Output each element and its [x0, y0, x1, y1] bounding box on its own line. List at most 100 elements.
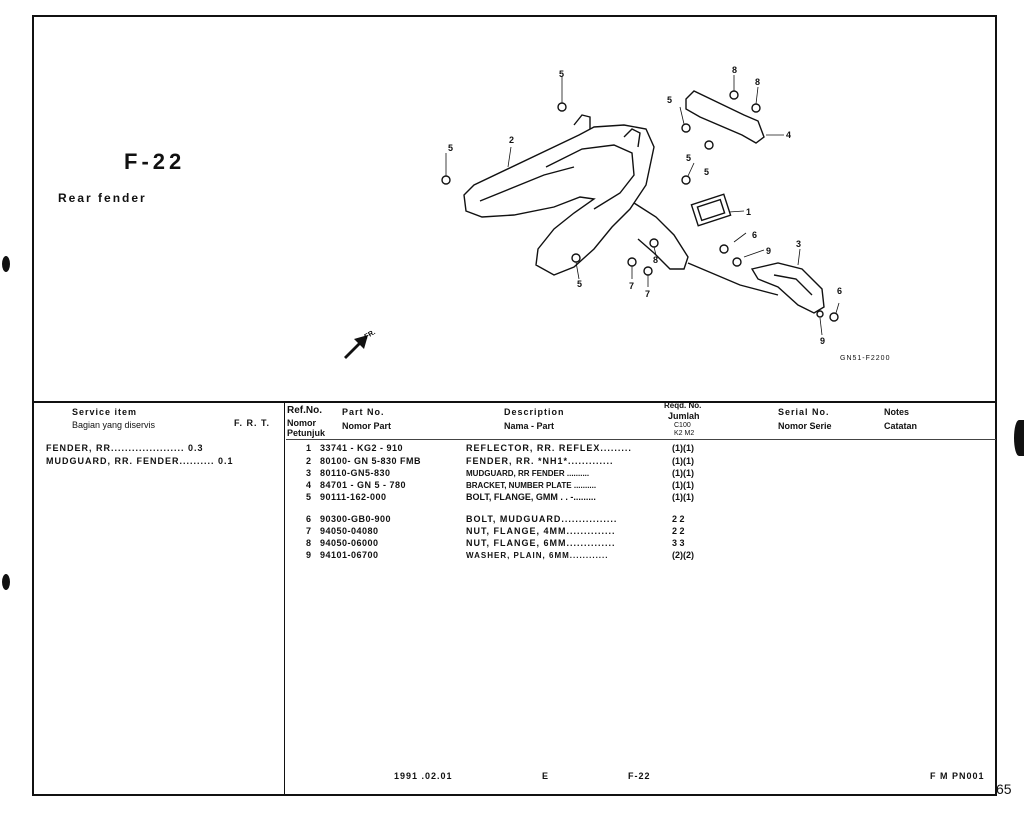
row-ref: 3 [306, 468, 312, 478]
section-name: Rear fender [58, 191, 147, 205]
footer-edition: E [542, 771, 550, 781]
row-part-no: 90300-GB0-900 [320, 514, 392, 524]
bolt-5d [704, 140, 714, 150]
header-notes: Notes [884, 407, 910, 417]
row-desc: BRACKET, NUMBER PLATE .......... [466, 481, 597, 490]
row-qty: (1)(1) [672, 480, 694, 490]
row-part-no: 90111-162-000 [320, 492, 387, 502]
mudguard-part [750, 262, 825, 314]
row-qty: (1)(1) [672, 443, 694, 453]
rear-fender-tail [633, 202, 689, 270]
nut-8c [649, 238, 659, 248]
header-service-item: Service item [72, 407, 138, 417]
row-ref: 6 [306, 514, 312, 524]
nut-8a [729, 90, 739, 100]
punch-hole-bottom [2, 574, 10, 590]
page-number: 65 [996, 781, 1012, 797]
row-desc: FENDER, RR. *NH1*............. [466, 456, 614, 466]
row-part-no: 94050-06000 [320, 538, 379, 548]
bolt-5c [681, 123, 691, 133]
header-part-no: Part No. [342, 407, 385, 417]
bolt-5a [557, 102, 567, 112]
table-row: 6 90300-GB0-900 BOLT, MUDGUARD............… [306, 514, 712, 524]
callout-6: 6 [752, 230, 758, 240]
table-row: 1 33741 - KG2 - 910 REFLECTOR, RR. REFLEX.… [306, 443, 712, 453]
bolt-5f [571, 253, 581, 263]
section-code: F-22 [124, 149, 186, 174]
callout-9: 9 [820, 336, 826, 346]
row-part-no: 84701 - GN 5 - 780 [320, 480, 407, 490]
row-qty: (2)(2) [672, 550, 694, 560]
row-desc: NUT, FLANGE, 4MM.............. [466, 526, 616, 536]
header-models: C100 K2 M2 [674, 422, 695, 437]
row-ref: 1 [306, 443, 312, 453]
header-part-no-id: Nomor Part [342, 421, 392, 431]
row-qty: 2 2 [672, 514, 685, 524]
bolt-6b [829, 312, 839, 322]
service-item-row: MUDGUARD, RR. FENDER.......... 0.1 [46, 456, 234, 466]
reflector-part [690, 193, 732, 227]
bracket-part [685, 90, 765, 144]
exploded-parts-diagram: FR. [344, 75, 840, 359]
callout-1: 1 [746, 207, 752, 217]
callout-4: 4 [786, 130, 792, 140]
callout-5: 5 [704, 167, 710, 177]
callout-7: 7 [629, 281, 635, 291]
washer-9a [732, 257, 742, 267]
row-desc: BOLT, FLANGE, GMM . . -......... [466, 492, 596, 502]
header-reqd-no: Reqd. No. [664, 401, 702, 410]
row-ref: 7 [306, 526, 312, 536]
row-ref: 4 [306, 480, 312, 490]
row-desc: BOLT, MUDGUARD................ [466, 514, 618, 524]
callout-5: 5 [686, 153, 692, 163]
callout-5: 5 [577, 279, 583, 289]
table-row: 4 84701 - GN 5 - 780 BRACKET, NUMBER PLATE… [306, 480, 712, 490]
callout-7: 7 [645, 289, 651, 299]
row-part-no: 80100- GN 5-830 FMB [320, 456, 422, 466]
parts-table: Service item Bagian yang diservis F. R. … [34, 401, 996, 794]
callout-5: 5 [559, 69, 565, 79]
stay-line [687, 262, 779, 296]
header-description: Description [504, 407, 565, 417]
bolt-6a [719, 244, 729, 254]
header-ref-no-id: Nomor Petunjuk [287, 418, 326, 438]
punch-hole-top [2, 256, 10, 272]
row-part-no: 94050-04080 [320, 526, 379, 536]
row-ref: 5 [306, 492, 312, 502]
row-qty: (1)(1) [672, 456, 694, 466]
row-qty: (1)(1) [672, 468, 694, 478]
service-item-row: FENDER, RR..................... 0.3 [46, 443, 204, 453]
row-part-no: 33741 - KG2 - 910 [320, 443, 404, 453]
header-jumlah: Jumlah [668, 411, 700, 421]
callout-5: 5 [448, 143, 454, 153]
front-direction-arrow [344, 335, 368, 359]
footer-section-ref: F-22 [628, 771, 651, 781]
callout-8: 8 [732, 65, 738, 75]
header-serial-no: Serial No. [778, 407, 830, 417]
row-desc: REFLECTOR, RR. REFLEX......... [466, 443, 632, 453]
nut-7a [627, 257, 637, 267]
page-frame: F-22 Rear fender [32, 15, 997, 796]
drawing-code: GN51-F2200 [840, 355, 891, 362]
callout-8: 8 [755, 77, 761, 87]
rear-fender-outline [463, 124, 655, 276]
rear-fender-inner [545, 144, 635, 210]
callout-2: 2 [509, 135, 515, 145]
washer-9b [816, 310, 824, 318]
callout-8: 8 [653, 255, 659, 265]
callout-6: 6 [837, 286, 843, 296]
row-qty: 3 3 [672, 538, 685, 548]
header-notes-id: Catatan [884, 421, 918, 431]
row-part-no: 94101-06700 [320, 550, 379, 560]
footer-code: F M PN001 [930, 771, 985, 781]
footer-date: 1991 .02.01 [394, 771, 453, 781]
table-row: 2 80100- GN 5-830 FMB FENDER, RR. *NH1*...… [306, 456, 712, 466]
row-ref: 2 [306, 456, 312, 466]
row-qty: (1)(1) [672, 492, 694, 502]
table-row: 5 90111-162-000 BOLT, FLANGE, GMM . . -...… [306, 492, 712, 502]
punch-hole-right [1014, 420, 1024, 456]
row-desc: NUT, FLANGE, 6MM.............. [466, 538, 616, 548]
rear-fender-lug [573, 114, 591, 129]
